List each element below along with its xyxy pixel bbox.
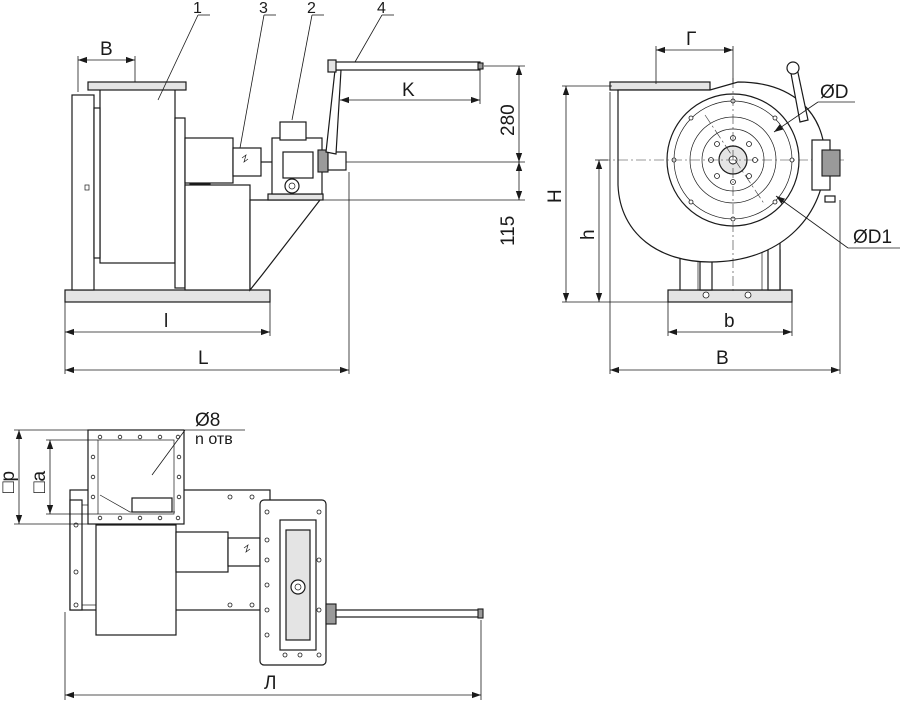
side-motor <box>184 137 234 184</box>
front-flange-holes <box>671 98 795 222</box>
dim-a: □a <box>29 471 50 493</box>
side-pedestal <box>184 184 251 291</box>
side-housing-left <box>71 94 95 291</box>
dim-Lk: Л <box>264 673 276 694</box>
dim-B-front: B <box>716 348 729 369</box>
dim-l: l <box>164 311 168 332</box>
dim-G: Г <box>686 29 696 50</box>
dim-h: h <box>578 229 599 240</box>
side-support-bracket <box>249 199 322 292</box>
dim-hole-diameter: Ø8 <box>195 410 220 431</box>
side-coupling <box>232 147 262 177</box>
callout-2: 2 <box>307 0 316 17</box>
top-scroll <box>95 524 177 636</box>
dim-B-side: B <box>100 39 113 60</box>
dim-hole-count: n отв <box>195 431 233 448</box>
top-frame-holes <box>264 509 322 658</box>
side-lever-rod <box>329 61 481 71</box>
side-inlet-flange <box>87 81 187 91</box>
dim-D1: ØD1 <box>853 227 892 248</box>
side-view: 1 3 2 4 B K 280 115 l L <box>64 0 525 374</box>
front-bolt-circle <box>708 135 758 185</box>
dim-p: □p <box>0 471 19 493</box>
dim-280: 280 <box>498 104 519 136</box>
top-coupling <box>227 537 261 567</box>
top-view: Ø8 n отв □p □a Л <box>0 410 484 700</box>
front-view: Г H h ØD ØD1 b B <box>545 29 900 374</box>
front-base-plate <box>667 289 793 303</box>
dim-115: 115 <box>498 216 519 246</box>
side-lever <box>325 69 342 155</box>
dim-H: H <box>545 189 566 203</box>
front-outlet-flange <box>609 81 711 91</box>
callout-3: 3 <box>259 0 268 17</box>
dim-K: K <box>402 80 415 101</box>
dim-L: L <box>198 348 209 369</box>
dim-b: b <box>724 311 735 332</box>
top-rod <box>335 609 482 618</box>
side-base-plate <box>64 289 271 303</box>
side-inlet-duct <box>99 87 176 264</box>
dim-D: ØD <box>820 82 849 103</box>
callout-1: 1 <box>193 0 202 17</box>
top-flange-holes <box>90 434 182 521</box>
top-motor <box>175 531 229 573</box>
callout-4: 4 <box>377 0 386 17</box>
